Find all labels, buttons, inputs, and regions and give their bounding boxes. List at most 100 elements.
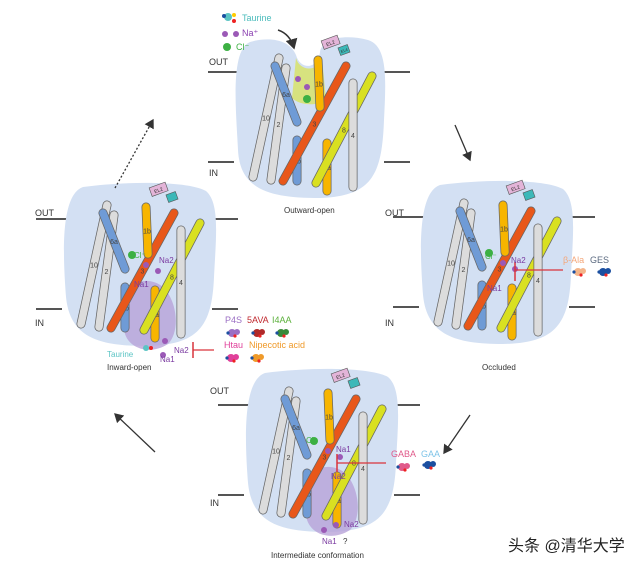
5ava-molecule-atom <box>258 334 262 338</box>
inhibitor-ges: GES <box>590 255 610 265</box>
helix-3 <box>107 209 178 332</box>
na1-label-intermediate-cyto: Na1 <box>322 537 337 546</box>
helix-6a <box>271 62 301 126</box>
helix-8 <box>497 217 561 332</box>
5ava-molecule-atom <box>259 329 265 335</box>
sodium-ion-na2 <box>337 454 343 460</box>
helix-6a <box>281 395 311 459</box>
ges-molecule-atom <box>597 270 601 274</box>
taurine-icon <box>224 13 232 21</box>
el4-loop <box>522 189 536 201</box>
released-na1-intermediate <box>321 527 327 533</box>
na2-label-inward: Na2 <box>159 256 174 265</box>
chloride-legend-icon <box>223 43 231 51</box>
inhibitor-5ava: 5AVA <box>247 315 269 325</box>
helix-label: 4 <box>536 278 540 285</box>
el2-label: EL2 <box>510 184 521 193</box>
legend-sodium: Na⁺ <box>242 28 259 38</box>
nipecotic-acid-molecule-atom <box>258 354 264 360</box>
helix-label: 2 <box>277 122 281 129</box>
gaa-molecule-atom <box>429 466 433 470</box>
na2-label-inward-cyto: Na2 <box>174 346 189 355</box>
sodium-ion-na1 <box>500 260 506 266</box>
gaba-molecule-atom <box>403 468 407 472</box>
el2-label: EL2 <box>325 39 336 48</box>
gaba-molecule-atom <box>404 463 410 469</box>
htau-molecule-atom <box>233 354 239 360</box>
state-outward-open: Outward-open <box>284 206 335 215</box>
state-occluded: Occluded <box>482 363 516 372</box>
legend-chloride: Cl⁻ <box>236 42 250 52</box>
taurine-icon-atom <box>232 13 236 17</box>
released-na1 <box>160 352 166 358</box>
helix-label: 10 <box>262 116 270 123</box>
i4aa-molecule-atom <box>275 331 279 335</box>
el2-loop <box>330 367 351 383</box>
htau-molecule-atom <box>232 359 236 363</box>
panel-inward: 1026a6b31b1a84EL2 <box>36 181 238 350</box>
na1-label-occluded: Na1 <box>487 284 502 293</box>
el2-label: EL2 <box>335 372 346 381</box>
helix-1b <box>324 389 334 444</box>
helix-8 <box>312 72 376 187</box>
inhibitor-nipecotic-acid: Nipecotic acid <box>249 340 306 350</box>
helix-label: 6a <box>282 92 290 99</box>
helix-label: 4 <box>351 133 355 140</box>
helix-label: 6a <box>110 239 118 246</box>
helix-10 <box>434 199 468 326</box>
taurine-icon-atom <box>232 19 236 23</box>
out-label-bottom: OUT <box>210 386 229 396</box>
cycle-arrow-inward-to-outward <box>114 118 154 189</box>
inhibitor-beta-ala: β-Ala <box>563 255 585 265</box>
helix-label: 8 <box>352 461 356 468</box>
ges-molecule-atom <box>604 273 608 277</box>
p4s-molecule-atom <box>226 331 230 335</box>
cl-label-occluded: Cl⁻ <box>485 252 497 261</box>
state-inward-open: Inward-open <box>107 363 152 372</box>
helix-label: 1b <box>500 227 508 234</box>
helix-10 <box>259 387 293 514</box>
beta-ala-molecule-atom <box>572 270 576 274</box>
na1-label-intermediate: Na1 <box>336 445 351 454</box>
helix-label: 10 <box>272 449 280 456</box>
p4s-molecule-atom <box>233 334 237 338</box>
inhibitor-gaa: GAA <box>421 449 441 459</box>
helix-1b <box>499 201 509 256</box>
helix-6a <box>99 209 129 273</box>
helix-1b <box>314 56 324 111</box>
sodium-legend-icon <box>222 31 228 37</box>
helix-6a <box>456 207 486 271</box>
helix-label: 4 <box>361 466 365 473</box>
cl-label-intermediate: Cl⁻ <box>306 436 318 445</box>
el2-loop <box>320 34 341 50</box>
na1-label-inward: Na1 <box>134 280 149 289</box>
p4s-molecule-atom <box>234 329 240 335</box>
helix-label: 3 <box>498 267 502 274</box>
helix-3 <box>464 207 535 330</box>
chloride-ion <box>485 249 493 257</box>
beta-ala-molecule-atom <box>580 268 586 274</box>
helix-1b <box>142 203 152 258</box>
panel-outward: 1026a6b31b1a84EL2EL4 <box>208 34 410 198</box>
sodium-ion-na2 <box>155 268 161 274</box>
sodium-ion <box>295 76 301 82</box>
substrate-entry-arrow <box>277 29 298 50</box>
sodium-legend-icon <box>233 31 239 37</box>
helix-label: 1b <box>315 82 323 89</box>
helix-3 <box>279 62 350 185</box>
helix-label: 3 <box>313 122 317 129</box>
released-na2 <box>162 338 168 344</box>
chloride-ion <box>128 251 136 259</box>
question-mark: ? <box>343 537 348 546</box>
nipecotic-acid-molecule-atom <box>250 356 254 360</box>
beta-ala-molecule-atom <box>579 273 583 277</box>
ges-molecule-atom <box>605 268 611 274</box>
sodium-ion-na1 <box>143 262 149 268</box>
released-na2-intermediate <box>333 522 339 528</box>
out-label-left: OUT <box>35 208 54 218</box>
el4-loop <box>165 191 179 203</box>
helix-label: 6a <box>292 425 300 432</box>
gaba-molecule-atom <box>396 465 400 469</box>
5ava-molecule-atom <box>251 331 255 335</box>
na2-label-intermediate-cyto: Na2 <box>344 520 359 529</box>
